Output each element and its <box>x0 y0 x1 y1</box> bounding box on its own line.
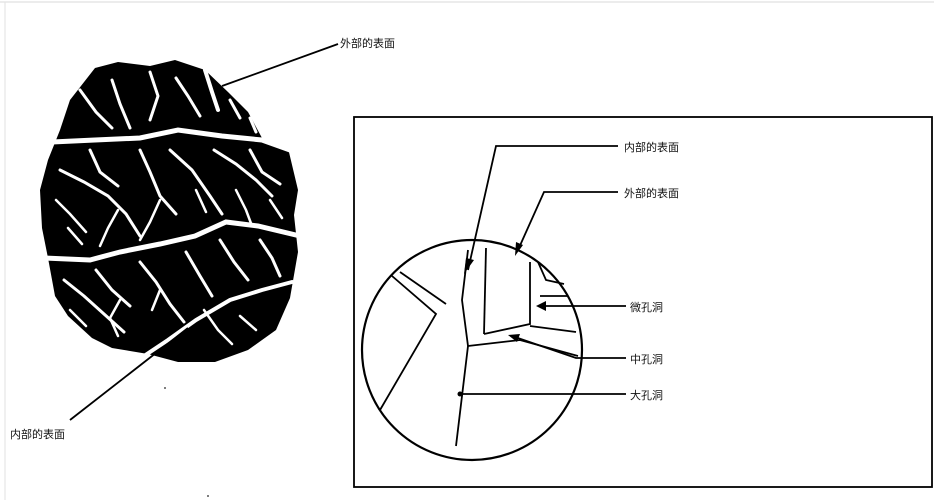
left-inner-surface-label: 内部的表面 <box>10 426 65 442</box>
porous-particle <box>40 60 300 362</box>
macropore-dot <box>458 392 463 397</box>
zoom-circle <box>362 240 582 460</box>
outer-surface-arrow <box>518 192 618 250</box>
macropore-label: 大孔洞 <box>630 387 663 403</box>
right-outer-surface-label: 外部的表面 <box>624 185 679 201</box>
zoom-circle-group <box>362 240 582 460</box>
particle-body <box>40 60 298 362</box>
stray-dot <box>207 495 209 497</box>
outer-surface-leader <box>222 44 338 86</box>
right-inner-surface-label: 内部的表面 <box>624 139 679 155</box>
left-outer-surface-label: 外部的表面 <box>340 35 395 51</box>
stray-dot <box>164 387 166 389</box>
mesopore-label: 中孔洞 <box>630 351 663 367</box>
micropore-label: 微孔洞 <box>630 299 663 315</box>
